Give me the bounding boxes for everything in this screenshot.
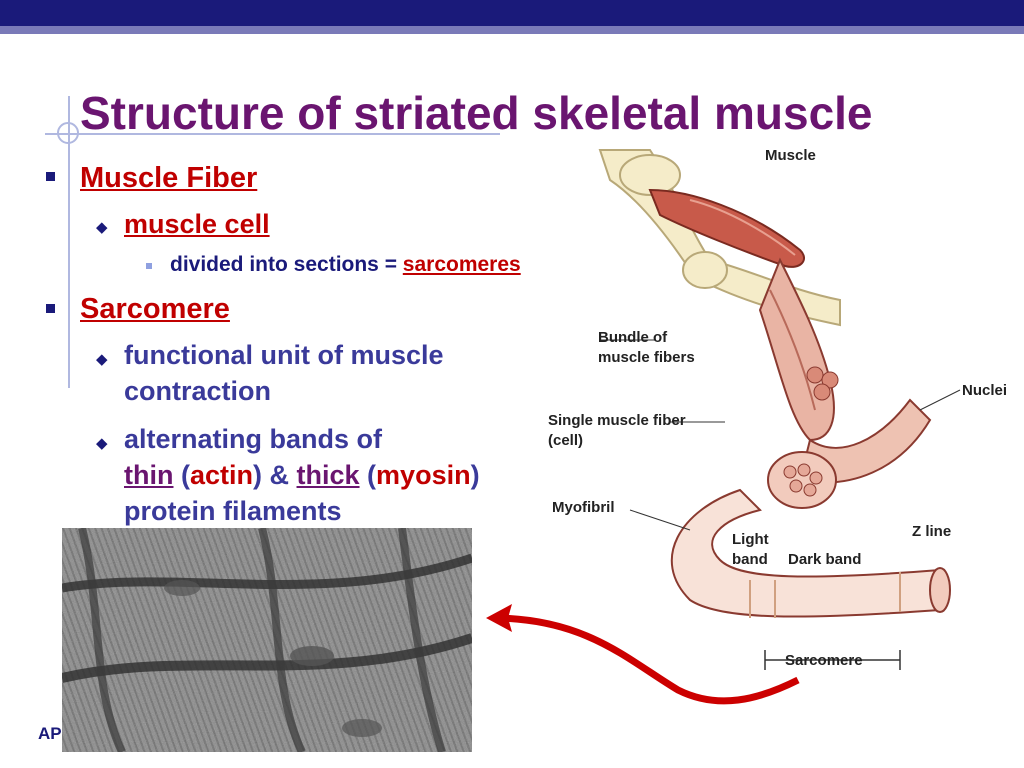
square-bullet-icon bbox=[46, 304, 55, 313]
top-banner-stripe bbox=[0, 26, 1024, 34]
actin-term: actin bbox=[189, 460, 254, 490]
label-sarcomere: Sarcomere bbox=[785, 652, 863, 669]
label-single-1: Single muscle fiber bbox=[548, 412, 686, 429]
red-arrow-icon bbox=[486, 604, 800, 705]
label-z-line: Z line bbox=[912, 523, 951, 540]
amp-text: ) & bbox=[253, 460, 297, 490]
decor-crosshair-circle bbox=[57, 122, 79, 144]
diamond-bullet-icon: ◆ bbox=[96, 435, 108, 452]
bullet-functional-line2: contraction bbox=[124, 376, 272, 406]
electron-micrograph-image bbox=[62, 528, 472, 752]
diamond-bullet-icon: ◆ bbox=[96, 351, 108, 368]
label-dark-band: Dark band bbox=[788, 551, 861, 568]
bullet-muscle-fiber: Muscle Fiber bbox=[80, 162, 258, 194]
sarcomeres-term: sarcomeres bbox=[402, 253, 521, 276]
label-bundle-1: Bundle of bbox=[598, 329, 668, 346]
paren-text: ) bbox=[470, 460, 480, 490]
label-myofibril: Myofibril bbox=[552, 499, 615, 516]
decor-horizontal-line bbox=[45, 133, 500, 135]
bullet-functional-line1: functional unit of muscle bbox=[124, 340, 444, 370]
top-banner bbox=[0, 0, 1024, 26]
muscle-structure-diagram: Muscle Bundle of muscle fibers Nuclei Si… bbox=[548, 147, 1007, 670]
myosin-term: myosin bbox=[376, 460, 471, 490]
slide-title: Structure of striated skeletal muscle bbox=[80, 87, 873, 139]
bullet-alternating-line3: protein filaments bbox=[124, 496, 342, 526]
small-square-bullet-icon bbox=[146, 263, 152, 269]
square-bullet-icon bbox=[46, 172, 55, 181]
paren-text: ( bbox=[173, 460, 190, 490]
thick-term: thick bbox=[296, 460, 360, 490]
label-light-2: band bbox=[732, 551, 768, 568]
bullet-muscle-cell: muscle cell bbox=[124, 209, 270, 239]
label-bundle-2: muscle fibers bbox=[598, 349, 695, 366]
label-muscle: Muscle bbox=[765, 147, 816, 164]
label-light-1: Light bbox=[732, 531, 769, 548]
thin-term: thin bbox=[124, 460, 174, 490]
bullet-alternating-line1: alternating bands of bbox=[124, 424, 383, 454]
footer-text: AP bbox=[38, 724, 62, 743]
divided-text: divided into sections = bbox=[170, 253, 403, 276]
label-single-2: (cell) bbox=[548, 432, 583, 449]
paren-text: ( bbox=[359, 460, 377, 490]
diamond-bullet-icon: ◆ bbox=[96, 219, 108, 236]
bullet-sarcomere: Sarcomere bbox=[80, 293, 230, 325]
decor-vertical-line bbox=[68, 96, 70, 388]
bullet-alternating-line2: thin (actin) & thick (myosin) bbox=[124, 460, 480, 491]
bullet-divided: divided into sections = sarcomeres bbox=[170, 253, 521, 277]
label-nuclei: Nuclei bbox=[962, 382, 1007, 399]
